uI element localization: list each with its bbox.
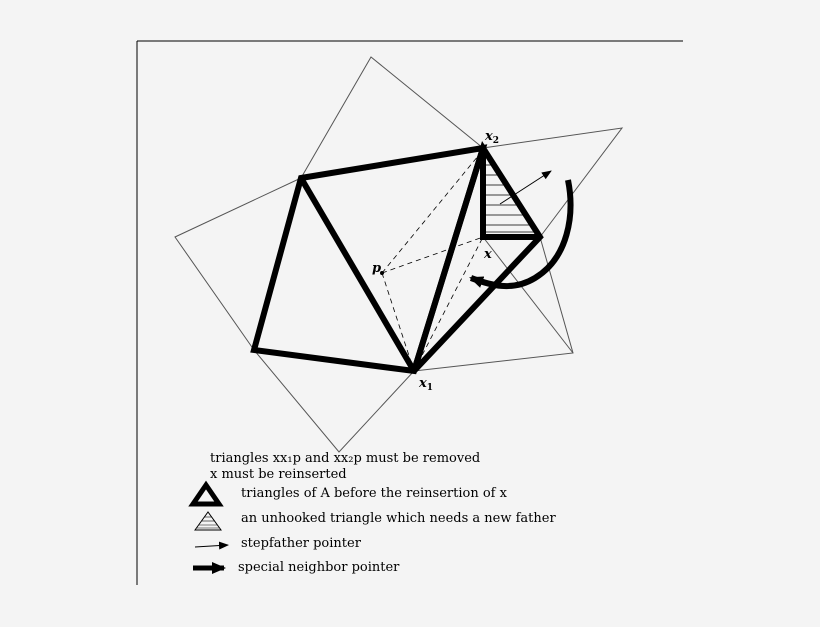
thin-triangle-bottom [253,349,415,453]
thin-triangle-left [174,177,302,351]
dashed-p-x1 [381,272,415,372]
label-p: p [372,261,381,276]
thick-triangle-icon [188,480,224,507]
stepfather-pointer [499,170,552,205]
label-x1: x1 [418,376,433,393]
thick-inner-corner [480,150,540,240]
thin-arrow-icon [194,541,229,550]
legend-text-thick-triangles: triangles of A before the reinsertion of… [241,486,508,501]
thick-diagonal [298,176,417,373]
label-x: x [483,247,492,262]
point-p [380,271,384,275]
thin-edge-inner [482,236,574,354]
dashed-lines [381,149,484,372]
special-neighbor-pointer [469,179,574,290]
legend-text-stepfather: stepfather pointer [241,536,362,551]
dashed-p-x [381,236,484,274]
thin-triangles [174,56,624,453]
caption-line-1: triangles xx₁p and xx₂p must be removed [210,451,480,466]
thin-triangle-top [300,56,484,179]
thin-triangle-right [482,127,624,238]
legend-text-unhooked-triangle: an unhooked triangle which needs a new f… [241,511,556,526]
thick-triangles [250,140,544,375]
hatched-triangle-icon [194,511,222,531]
thick-triangle-right [411,140,544,374]
caption-line-2: x must be reinserted [210,467,347,482]
legend-text-special-neighbor: special neighbor pointer [238,560,400,575]
label-x2: x2 [484,129,499,146]
dashed-p-x2 [381,149,484,274]
dashed-x1-x [413,236,484,372]
